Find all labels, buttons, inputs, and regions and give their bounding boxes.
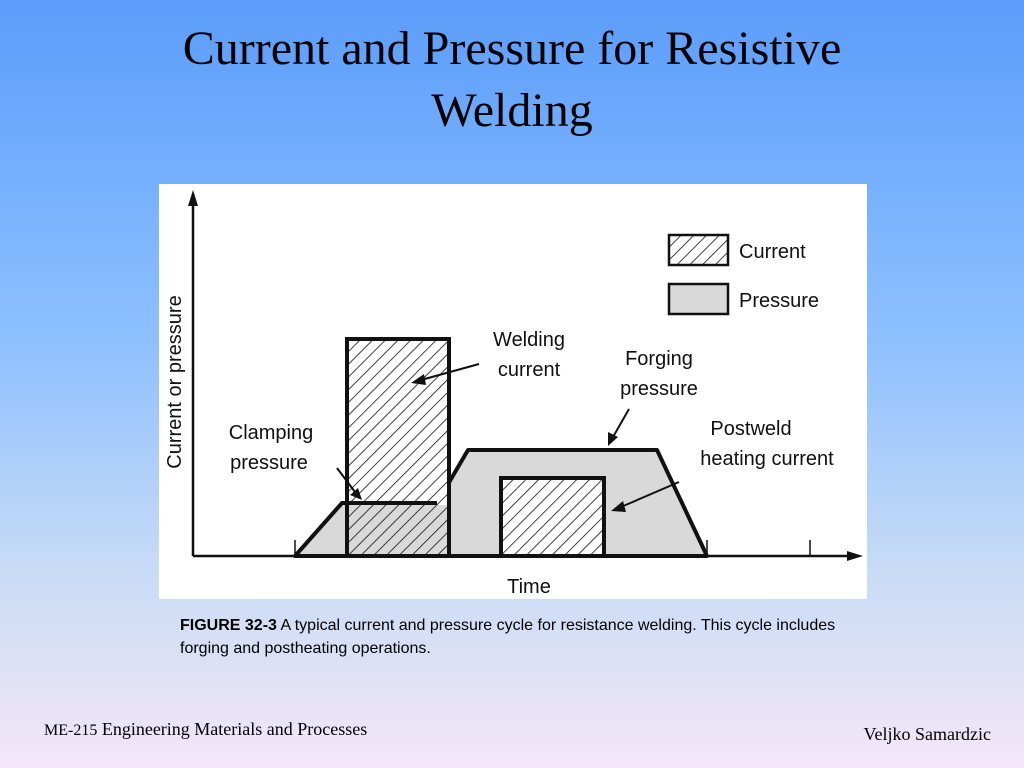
forging-pressure-pointer-head — [608, 432, 618, 446]
footer-author: Veljko Samardzic — [863, 724, 991, 744]
postweld-pointer-head — [611, 501, 626, 512]
welding-current-pointer — [420, 363, 480, 381]
welding-cycle-diagram: Current Pressure Current or pressure Tim… — [164, 190, 863, 598]
footer-course: ME-215 Engineering Materials and Process… — [44, 719, 367, 740]
slide-title: Current and Pressure for Resistive Weldi… — [0, 18, 1024, 142]
legend-current-label: Current — [739, 241, 806, 263]
figure-caption-label: FIGURE 32-3 — [180, 617, 277, 634]
current-over-pressure-region — [349, 505, 447, 554]
footer-course-code: ME-215 — [44, 722, 98, 739]
legend-current-swatch — [667, 233, 730, 267]
clamping-pressure-pointer — [336, 467, 356, 493]
clamping-pressure-pointer-head — [350, 488, 362, 500]
postweld-annotation-line-2: heating current — [700, 448, 834, 470]
postweld-annotation-line-1: Postweld — [710, 418, 791, 440]
slide-title-line-1: Current and Pressure for Resistive — [182, 22, 842, 75]
legend-pressure-swatch — [667, 282, 730, 316]
x-axis-label: Time — [507, 576, 551, 598]
y-axis-label: Current or pressure — [164, 295, 186, 468]
slide-title-line-2: Welding — [431, 84, 593, 137]
footer-course-name: Engineering Materials and Processes — [97, 719, 368, 739]
clamping-pressure-annotation-line-1: Clamping — [229, 422, 313, 444]
figure-caption: FIGURE 32-3 A typical current and pressu… — [180, 614, 870, 660]
welding-current-annotation-line-2: current — [498, 359, 561, 381]
forging-pressure-annotation-line-2: pressure — [620, 378, 698, 400]
forging-pressure-annotation-line-1: Forging — [625, 348, 693, 370]
welding-cycle-figure: Current Pressure Current or pressure Tim… — [159, 184, 867, 599]
figure-caption-text: A typical current and pressure cycle for… — [180, 617, 836, 657]
clamping-pressure-annotation-line-2: pressure — [230, 452, 308, 474]
y-axis-arrow — [188, 190, 198, 206]
welding-current-pointer-head — [411, 374, 426, 385]
forging-pressure-pointer — [612, 408, 630, 438]
x-axis-arrow — [847, 551, 863, 561]
postweld-current-block — [499, 476, 606, 558]
postweld-pointer — [620, 481, 680, 508]
welding-current-annotation-line-1: Welding — [493, 329, 565, 351]
legend-pressure-label: Pressure — [739, 290, 819, 312]
